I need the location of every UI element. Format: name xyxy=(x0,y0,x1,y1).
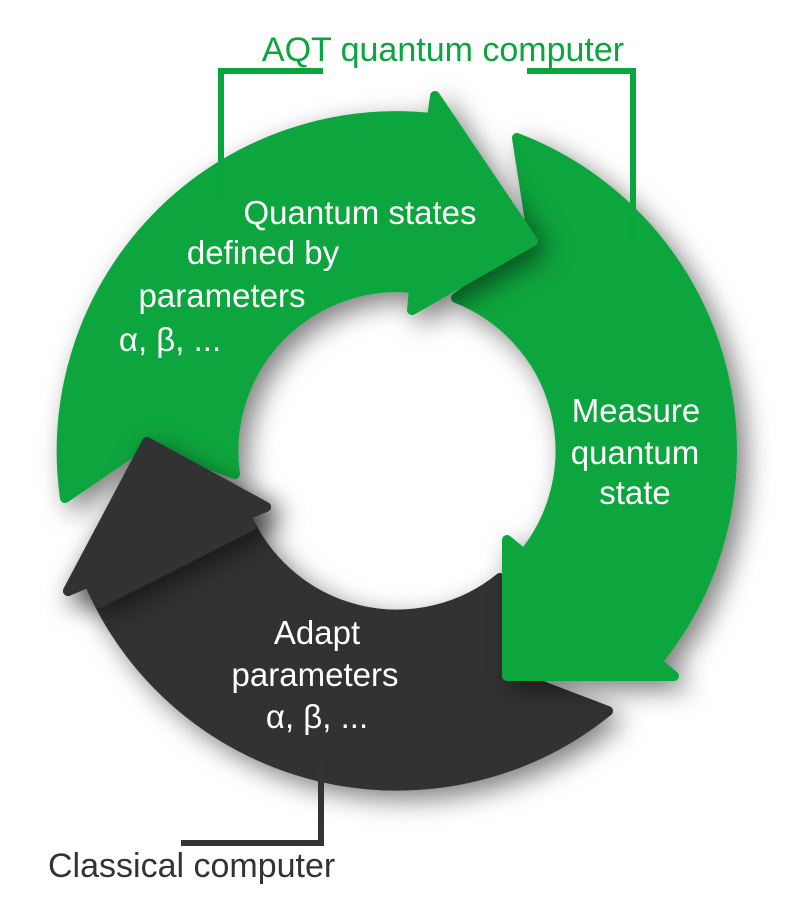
diagram-title: AQT quantum computer xyxy=(262,31,624,69)
adapt-arrow-label-line1: Adapt xyxy=(274,614,360,651)
measure-arrow-label-line1: Measure xyxy=(572,392,700,429)
adapt-arrowhead-overlay xyxy=(63,437,271,608)
adapt-arrow-label-line2: parameters xyxy=(232,656,399,693)
adapt-arrow-label-line3: α, β, ... xyxy=(266,698,368,735)
classical-bracket xyxy=(181,762,324,846)
classical-computer-label: Classical computer xyxy=(48,847,335,885)
measure-arrow-label-line2: quantum xyxy=(571,434,699,471)
prepare-arrow-label-line1: Quantum states xyxy=(244,194,477,231)
prepare-arrow-label-line3: parameters xyxy=(139,277,306,314)
prepare-arrow xyxy=(56,91,538,503)
quantum-bracket-right xyxy=(527,68,636,243)
measure-arrow-label-line3: state xyxy=(599,474,671,511)
prepare-arrow-label-line2: defined by xyxy=(187,234,340,271)
prepare-arrow-label-line4: α, β, ... xyxy=(119,321,221,358)
quantum-bracket-left xyxy=(218,68,323,200)
measure-arrow xyxy=(451,133,737,681)
